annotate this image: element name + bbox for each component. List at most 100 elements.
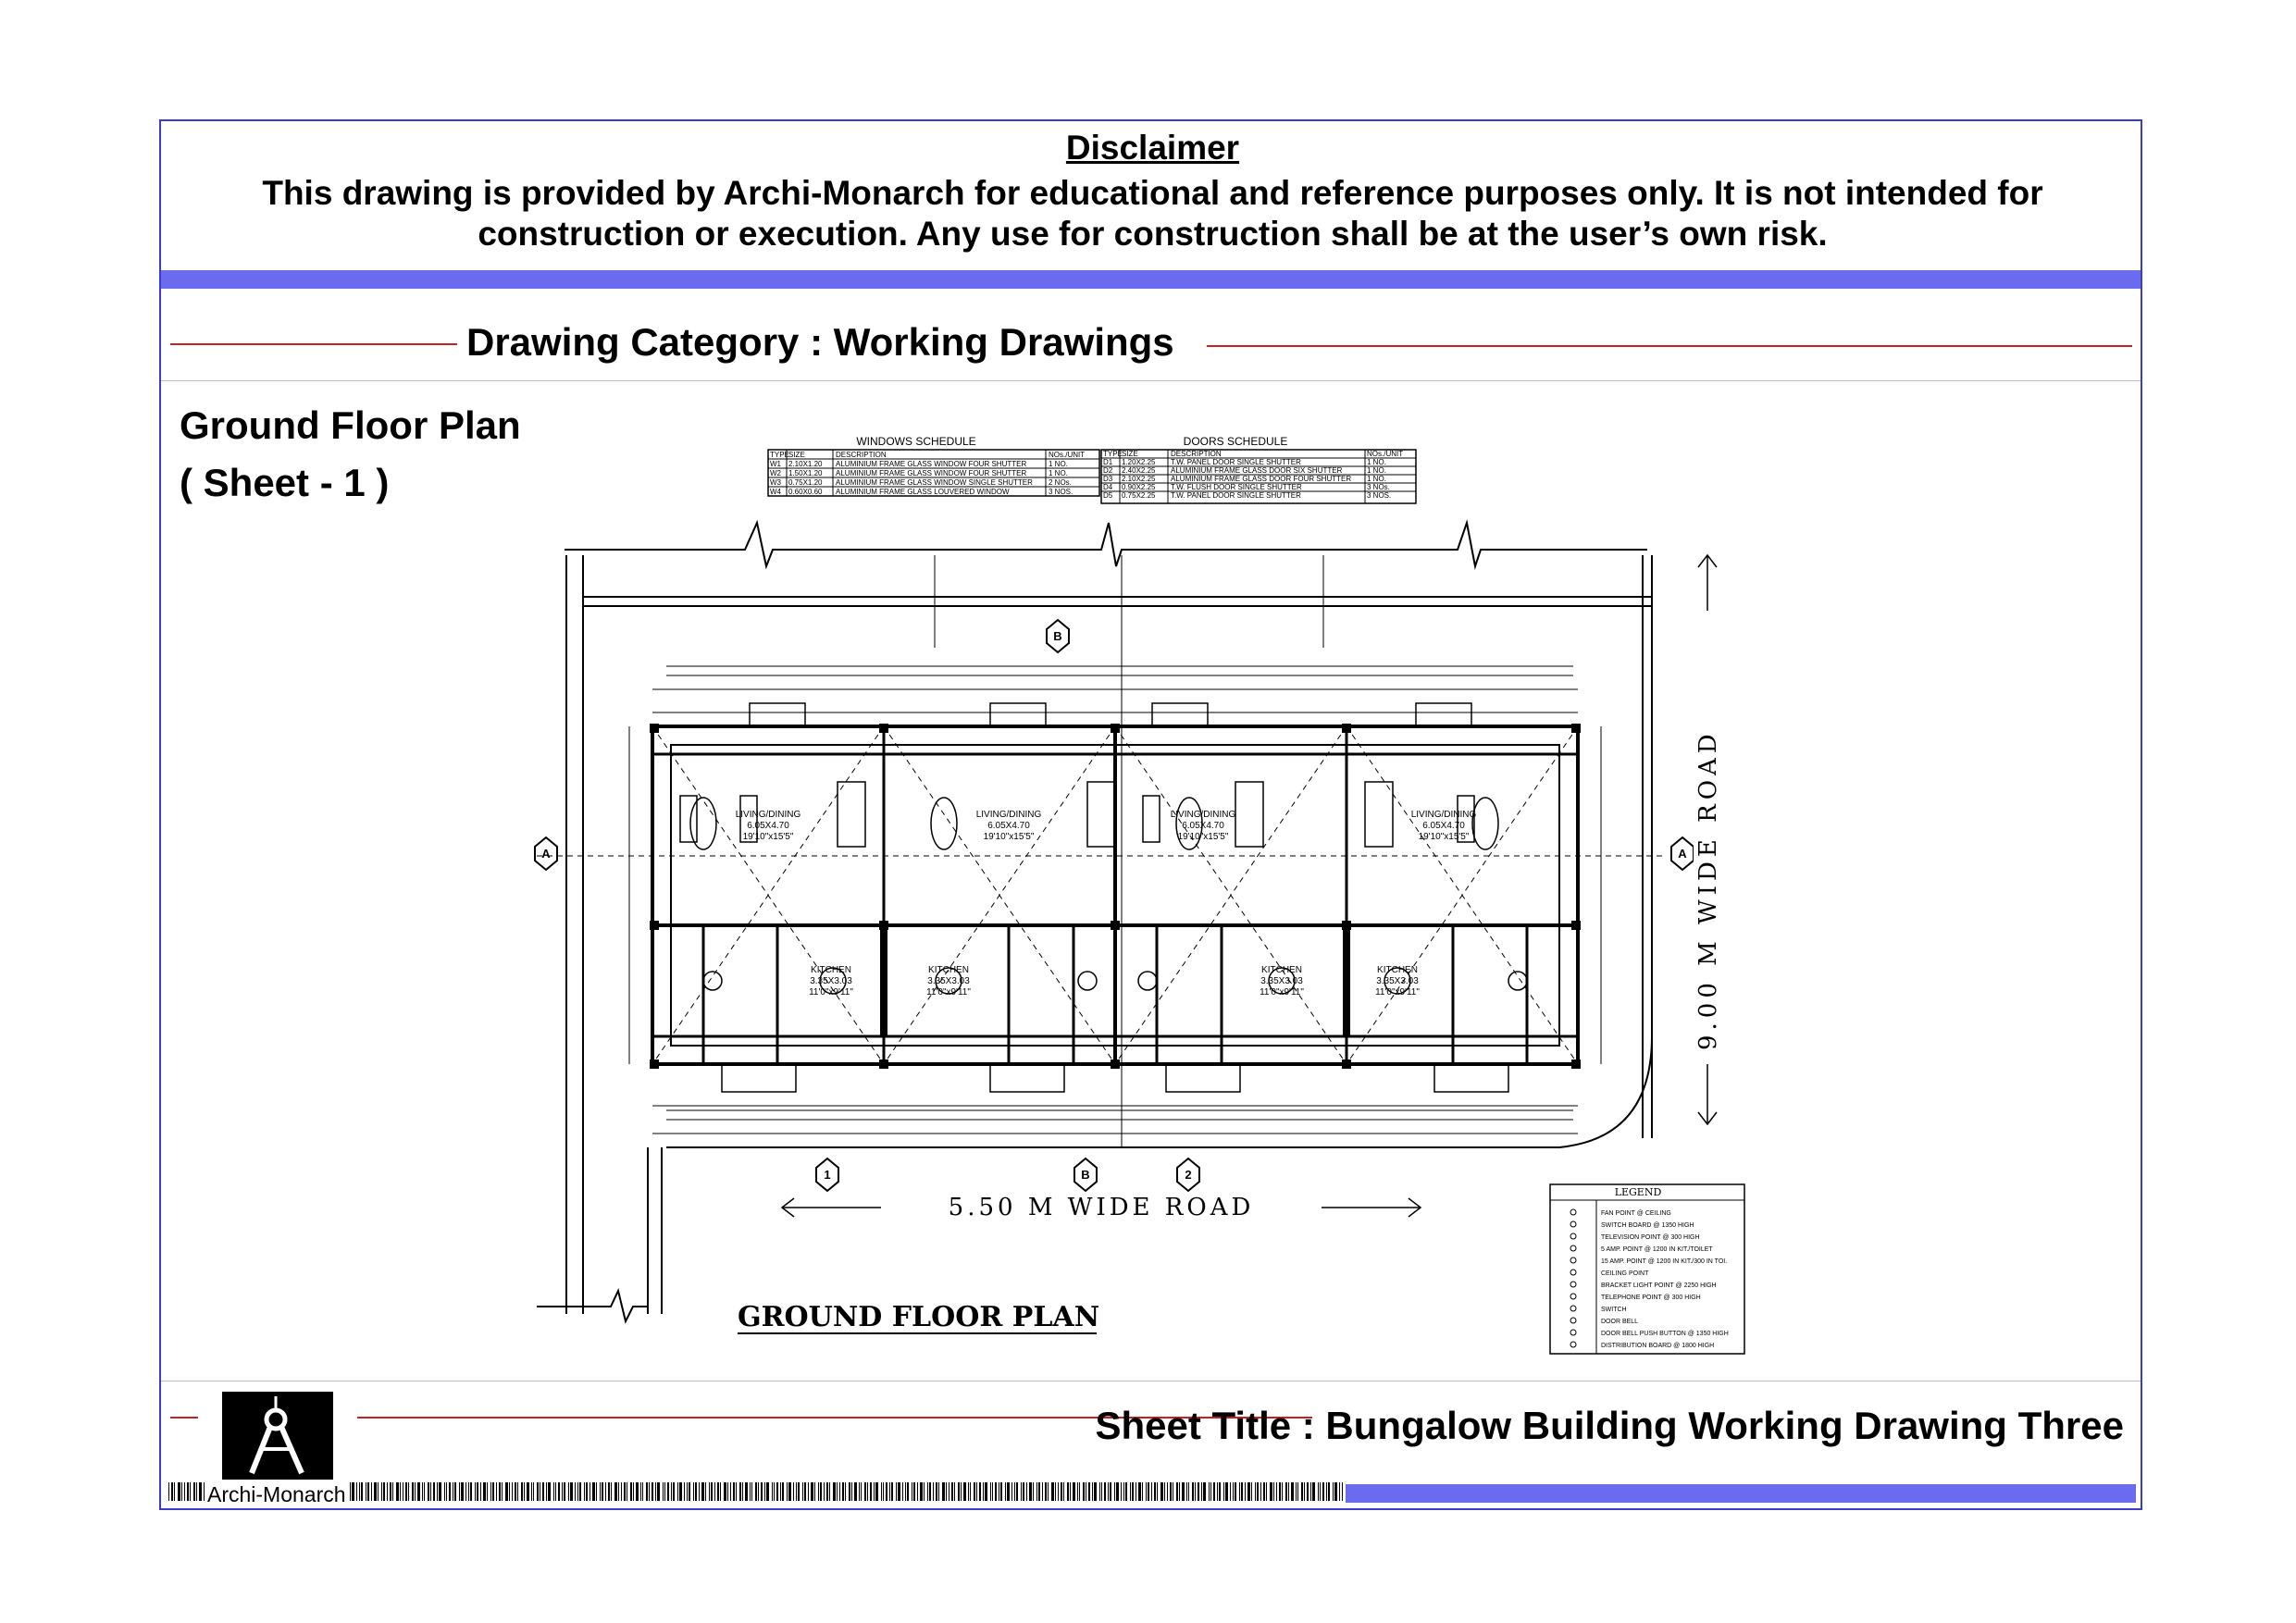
road-label-right: 9.00 M WIDE ROAD: [1694, 729, 1722, 1050]
schedule-cell: ALUMINIUM FRAME GLASS WINDOW SINGLE SHUT…: [836, 478, 1033, 487]
legend-symbol-icon: [1570, 1257, 1577, 1264]
schedule-cell: 1 NO.: [1049, 460, 1068, 468]
legend-item-label: 5 AMP. POINT @ 1200 IN KIT./TOILET: [1601, 1246, 1713, 1253]
disclaimer-title: Disclaimer: [1065, 129, 1240, 167]
legend-symbol-icon: [1570, 1341, 1577, 1348]
schedule-cell: 3 NOS.: [1049, 488, 1073, 496]
room-label: KITCHEN: [1377, 965, 1418, 975]
schedule-cell: W4: [770, 488, 782, 496]
room-label: LIVING/DINING: [1171, 810, 1236, 820]
disclaimer-line-2: construction or execution. Any use for c…: [478, 215, 1828, 253]
footer-row: Sheet Title : Bungalow Building Working …: [161, 1387, 2141, 1461]
room-size: 3.35X3.03: [927, 976, 970, 986]
schedule-header-cell: DESCRIPTION: [836, 451, 887, 459]
grid-marker-b-top: [1046, 618, 1070, 654]
footer-rule-mid: [357, 1417, 1312, 1419]
legend-item-label: DOOR BELL: [1601, 1319, 1638, 1325]
legend-item-label: BRACKET LIGHT POINT @ 2250 HIGH: [1601, 1282, 1717, 1289]
room-size-imperial: 11'0"x9'11": [809, 987, 853, 997]
schedule-cell: ALUMINIUM FRAME GLASS DOOR SIX SHUTTER: [1171, 466, 1343, 475]
legend-symbol-icon: [1570, 1281, 1577, 1288]
schedule-cell: 2.40X2.25: [1122, 466, 1156, 475]
schedule-cell: T.W. PANEL DOOR SINGLE SHUTTER: [1171, 491, 1301, 500]
schedule-cell: 1 NO.: [1367, 458, 1386, 466]
schedule-header-cell: TYPE: [770, 451, 789, 459]
schedule-cell: 0.75X2.25: [1122, 491, 1156, 500]
schedule-header-cell: DESCRIPTION: [1171, 450, 1222, 458]
disclaimer-line-1: This drawing is provided by Archi-Monarc…: [262, 174, 2043, 212]
schedule-cell: 2.10X2.25: [1122, 475, 1156, 483]
room-label: LIVING/DINING: [976, 810, 1042, 820]
logo-text: Archi-Monarch: [205, 1482, 348, 1507]
room-size: 6.05X4.70: [1182, 821, 1224, 831]
schedule-cell: D3: [1103, 475, 1113, 483]
category-rule-left: [170, 343, 457, 345]
legend-symbol-icon: [1570, 1245, 1577, 1252]
header-band: [161, 270, 2141, 289]
disclaimer-text: This drawing is provided by Archi-Monarc…: [217, 173, 2089, 254]
schedule-header-cell: SIZE: [788, 451, 805, 459]
doors-schedule-title: DOORS SCHEDULE: [1184, 435, 1288, 448]
room-size: 6.05X4.70: [747, 821, 789, 831]
legend-symbol-icon: [1570, 1269, 1577, 1276]
schedule-cell: W3: [770, 478, 782, 487]
schedule-cell: W1: [770, 460, 782, 468]
room-label: KITCHEN: [928, 965, 969, 975]
plan-sheet-number: ( Sheet - 1 ): [180, 461, 390, 504]
schedule-cell: 0.60X0.60: [788, 488, 823, 496]
room-size-imperial: 19'10"x15'5": [743, 832, 794, 842]
room-size: 6.05X4.70: [1422, 821, 1465, 831]
archi-monarch-logo: [222, 1392, 333, 1480]
category-row: Drawing Category : Working Drawings: [161, 320, 2141, 366]
schedule-cell: 2 NOs.: [1049, 478, 1072, 487]
room-labels: LIVING/DINING 6.05X4.70 19'10"x15'5" LIV…: [736, 810, 1477, 997]
room-size: 3.35X3.03: [1376, 976, 1419, 986]
room-label: KITCHEN: [1261, 965, 1302, 975]
drawing-title: GROUND FLOOR PLAN: [738, 1301, 1099, 1333]
legend-item-label: TELEVISION POINT @ 300 HIGH: [1601, 1234, 1700, 1241]
schedule-cell: D1: [1103, 458, 1113, 466]
room-size-imperial: 11'0"x9'11": [1375, 987, 1420, 997]
site-boundary: [537, 519, 1653, 1324]
schedule-cell: ALUMINIUM FRAME GLASS WINDOW FOUR SHUTTE…: [836, 469, 1026, 477]
schedule-header-cell: SIZE: [1122, 450, 1138, 458]
footer-rule-left: [170, 1417, 198, 1419]
grid-marker-1: [815, 1157, 839, 1193]
room-label: KITCHEN: [811, 965, 851, 975]
grid-marker-b-bottom: [1074, 1157, 1098, 1193]
legend-symbol-icon: [1570, 1329, 1577, 1336]
schedule-cell: ALUMINIUM FRAME GLASS LOUVERED WINDOW: [836, 488, 1010, 496]
schedule-cell: 0.75X1.20: [788, 478, 823, 487]
compass-icon: [249, 1396, 304, 1475]
schedule-cell: 1.20X2.25: [1122, 458, 1156, 466]
schedule-cell: 1 NO.: [1367, 475, 1386, 483]
svg-text:A: A: [541, 847, 551, 861]
room-size-imperial: 19'10"x15'5": [1419, 832, 1470, 842]
category-rule-right: [1207, 345, 2132, 347]
room-size-imperial: 11'0"x9'11": [926, 987, 971, 997]
schedule-cell: 1 NO.: [1367, 466, 1386, 475]
plan-heading: Ground Floor Plan ( Sheet - 1 ): [180, 397, 521, 512]
schedule-cell: 1 NO.: [1049, 469, 1068, 477]
schedule-cell: ALUMINIUM FRAME GLASS DOOR FOUR SHUTTER: [1171, 475, 1351, 483]
svg-text:2: 2: [1185, 1168, 1191, 1182]
schedule-cell: D5: [1103, 491, 1113, 500]
legend-item-label: TELEPHONE POINT @ 300 HIGH: [1601, 1295, 1701, 1301]
room-size-imperial: 19'10"x15'5": [984, 832, 1035, 842]
schedule-cell: 2.10X1.20: [788, 460, 823, 468]
sheet-frame: Disclaimer This drawing is provided by A…: [159, 119, 2142, 1510]
schedule-cell: D4: [1103, 483, 1113, 491]
grid-marker-a-left: [534, 836, 558, 872]
building-walls: [537, 702, 1666, 1093]
legend-title: LEGEND: [1615, 1186, 1662, 1198]
schedule-cell: 0.90X2.25: [1122, 483, 1156, 491]
category-divider: [161, 380, 2141, 381]
room-label: LIVING/DINING: [736, 810, 801, 820]
room-size: 3.35X3.03: [1260, 976, 1303, 986]
legend-item-label: 15 AMP. POINT @ 1200 IN KIT./300 IN TOI.: [1601, 1258, 1727, 1265]
road-labels: 5.50 M WIDE ROAD 9.00 M WIDE ROAD: [780, 553, 1722, 1221]
schedule-cell: 3 NOS.: [1367, 491, 1391, 500]
